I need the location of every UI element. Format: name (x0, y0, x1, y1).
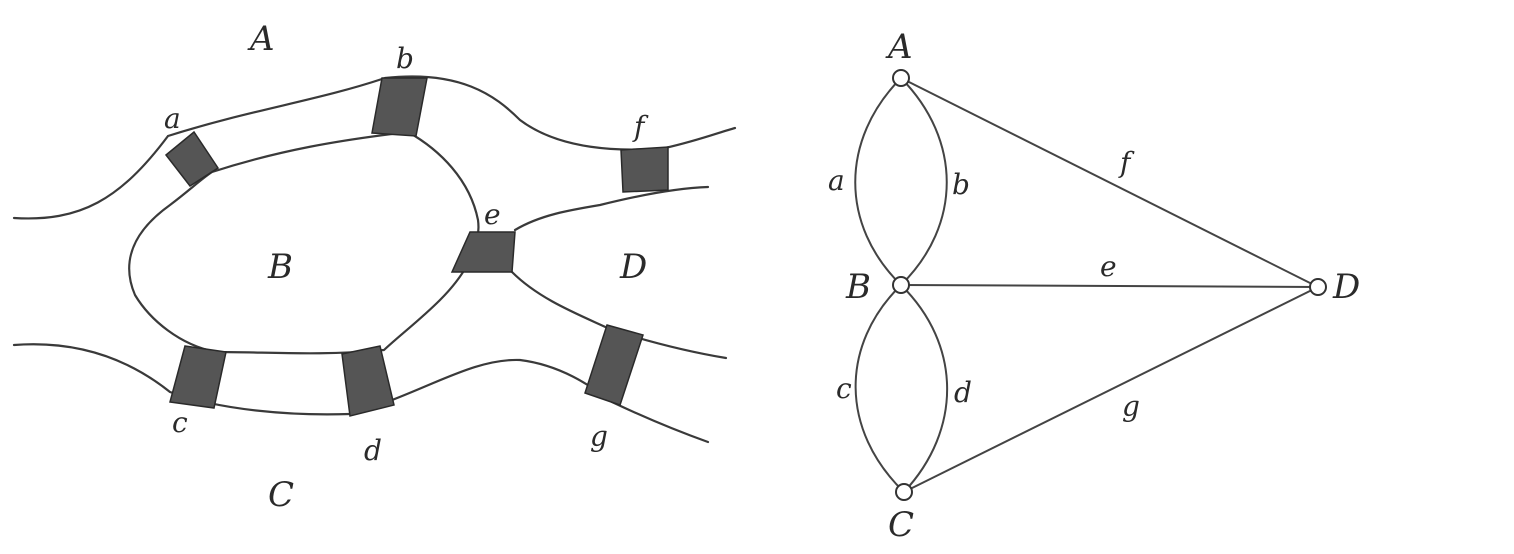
edge-a-label: a (828, 164, 845, 197)
edge-b (900, 77, 948, 286)
vertex-c (895, 483, 913, 501)
vertex-b (892, 276, 910, 294)
vertex-a-label: A (885, 27, 913, 67)
edge-g-label: g (1122, 390, 1140, 423)
bridge-a-label: a (164, 102, 181, 135)
edge-d-label: d (954, 376, 972, 409)
bridge-f (620, 146, 669, 193)
edge-c-label: c (836, 372, 852, 405)
edge-a (854, 77, 902, 286)
edge-g (903, 286, 1319, 493)
vertex-a (892, 69, 910, 87)
region-d-label: D (619, 247, 647, 287)
bridge-g (584, 324, 644, 406)
bridge-e-label: e (484, 198, 501, 231)
bridge-g-label: g (590, 420, 608, 453)
bridge-f-label: f (632, 110, 649, 143)
bridge-graph: A B C D a b c d e f g (828, 27, 1360, 545)
bridge-a (164, 130, 220, 188)
region-a-label: A (247, 19, 275, 59)
vertex-d (1309, 278, 1327, 296)
bridge-c (169, 345, 227, 409)
bridge-e (450, 231, 516, 273)
vertex-b-label: B (845, 267, 871, 307)
bridge-b-label: b (396, 42, 414, 75)
bridge-d-label: d (364, 434, 382, 467)
vertex-c-label: C (888, 505, 914, 545)
river-map: A B C D a b c d e f g (12, 19, 737, 515)
edge-d (900, 284, 949, 493)
east-upper-bank (513, 185, 710, 232)
edge-e-label: e (1100, 250, 1117, 283)
region-c-label: C (268, 475, 294, 515)
edge-f (900, 77, 1319, 288)
edge-b-label: b (952, 168, 970, 201)
edge-c (854, 284, 905, 493)
bridge-d (341, 345, 395, 417)
vertex-d-label: D (1332, 267, 1360, 307)
region-b-label: B (267, 247, 293, 287)
upper-north-bank (12, 75, 737, 220)
edge-f-label: f (1118, 146, 1135, 179)
bridge-c-label: c (172, 406, 188, 439)
edge-e (900, 284, 1319, 288)
bridge-b (371, 77, 428, 137)
